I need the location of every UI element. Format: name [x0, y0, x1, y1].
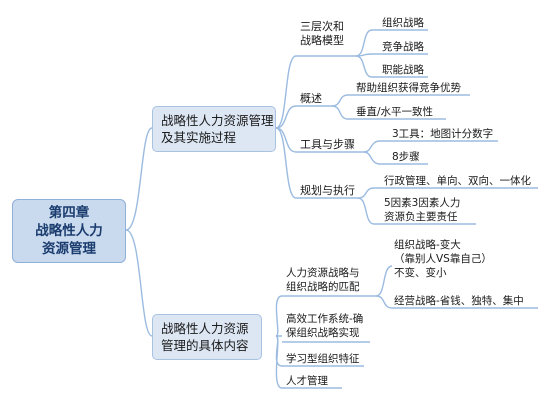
leaf-functional-strategy[interactable]: 职能战略: [382, 64, 424, 76]
node-planning-execution[interactable]: 规划与执行: [300, 184, 355, 197]
node-talent-management[interactable]: 人才管理: [286, 375, 328, 387]
leaf-admin-management[interactable]: 行政管理、单向、双向、一体化: [384, 175, 531, 187]
leaf-org-strategy[interactable]: 组织战略: [382, 17, 424, 29]
node-efficient-system[interactable]: 高效工作系统-确 保组织战略实现: [286, 313, 364, 339]
leaf-competitive-advantage[interactable]: 帮助组织获得竞争优势: [356, 82, 461, 94]
leaf-consistency[interactable]: 垂直/水平一致性: [356, 106, 434, 118]
leaf-competitive-strategy[interactable]: 竞争战略: [382, 41, 424, 53]
node-three-levels[interactable]: 三层次和 战略模型: [300, 20, 344, 47]
node-tools-steps[interactable]: 工具与步骤: [300, 138, 355, 151]
leaf-business-strategy[interactable]: 经营战略-省钱、独特、集中: [394, 295, 524, 307]
branch-implementation-process[interactable]: 战略性人力资源管理 及其实施过程: [152, 106, 276, 152]
branch-specific-content[interactable]: 战略性人力资源 管理的具体内容: [152, 314, 262, 360]
leaf-three-tools[interactable]: 3工具：地图计分数字: [392, 128, 494, 140]
node-learning-org[interactable]: 学习型组织特征: [286, 353, 360, 365]
leaf-eight-steps[interactable]: 8步骤: [392, 151, 420, 163]
leaf-five-factors[interactable]: 5因素3因素人力 资源负主要责任: [384, 197, 461, 223]
leaf-org-strategy-change[interactable]: 组织战略-变大 （靠别人VS靠自己） 不变、变小: [394, 239, 492, 279]
node-strategy-match[interactable]: 人力资源战略与 组织战略的匹配: [286, 267, 360, 293]
node-overview[interactable]: 概述: [300, 92, 322, 105]
root-node[interactable]: 第四章 战略性人力 资源管理: [12, 199, 126, 263]
